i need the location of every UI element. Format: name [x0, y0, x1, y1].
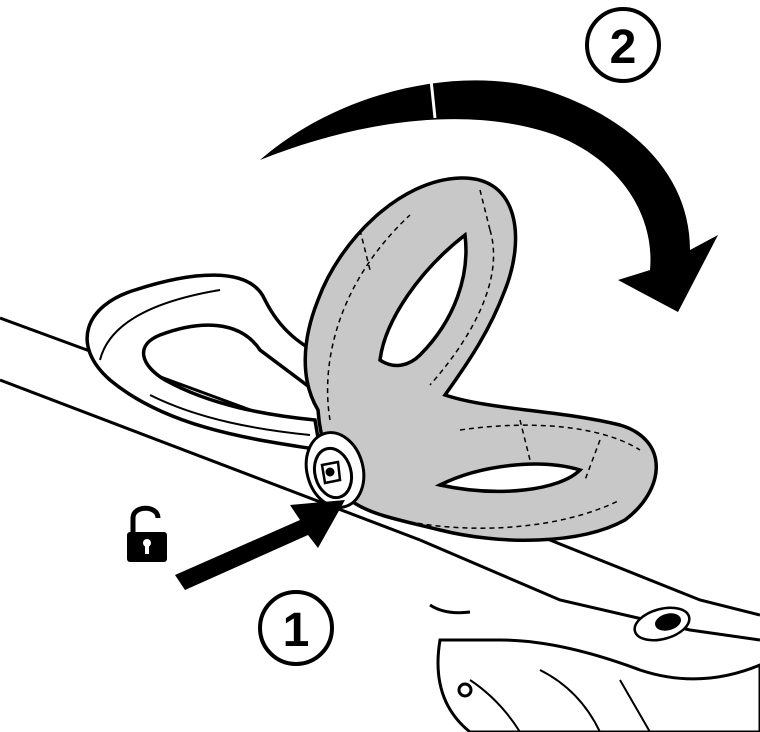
curved-rotate-arrow-icon: [260, 80, 718, 312]
step-2-number: 2: [610, 21, 637, 74]
release-knob: [304, 431, 366, 509]
step-1-number: 1: [283, 604, 310, 657]
rear-loop-handle: [85, 273, 333, 453]
step-2-marker: 2: [585, 7, 661, 83]
open-padlock-icon: [127, 505, 167, 562]
push-arrow-icon: [175, 500, 345, 590]
motor-housing: [429, 603, 760, 732]
housing-lock-button: [633, 606, 691, 642]
rotating-grey-handle: [303, 176, 658, 542]
step-1-marker: 1: [258, 590, 334, 666]
arrow-highlight-gap: [428, 69, 437, 119]
